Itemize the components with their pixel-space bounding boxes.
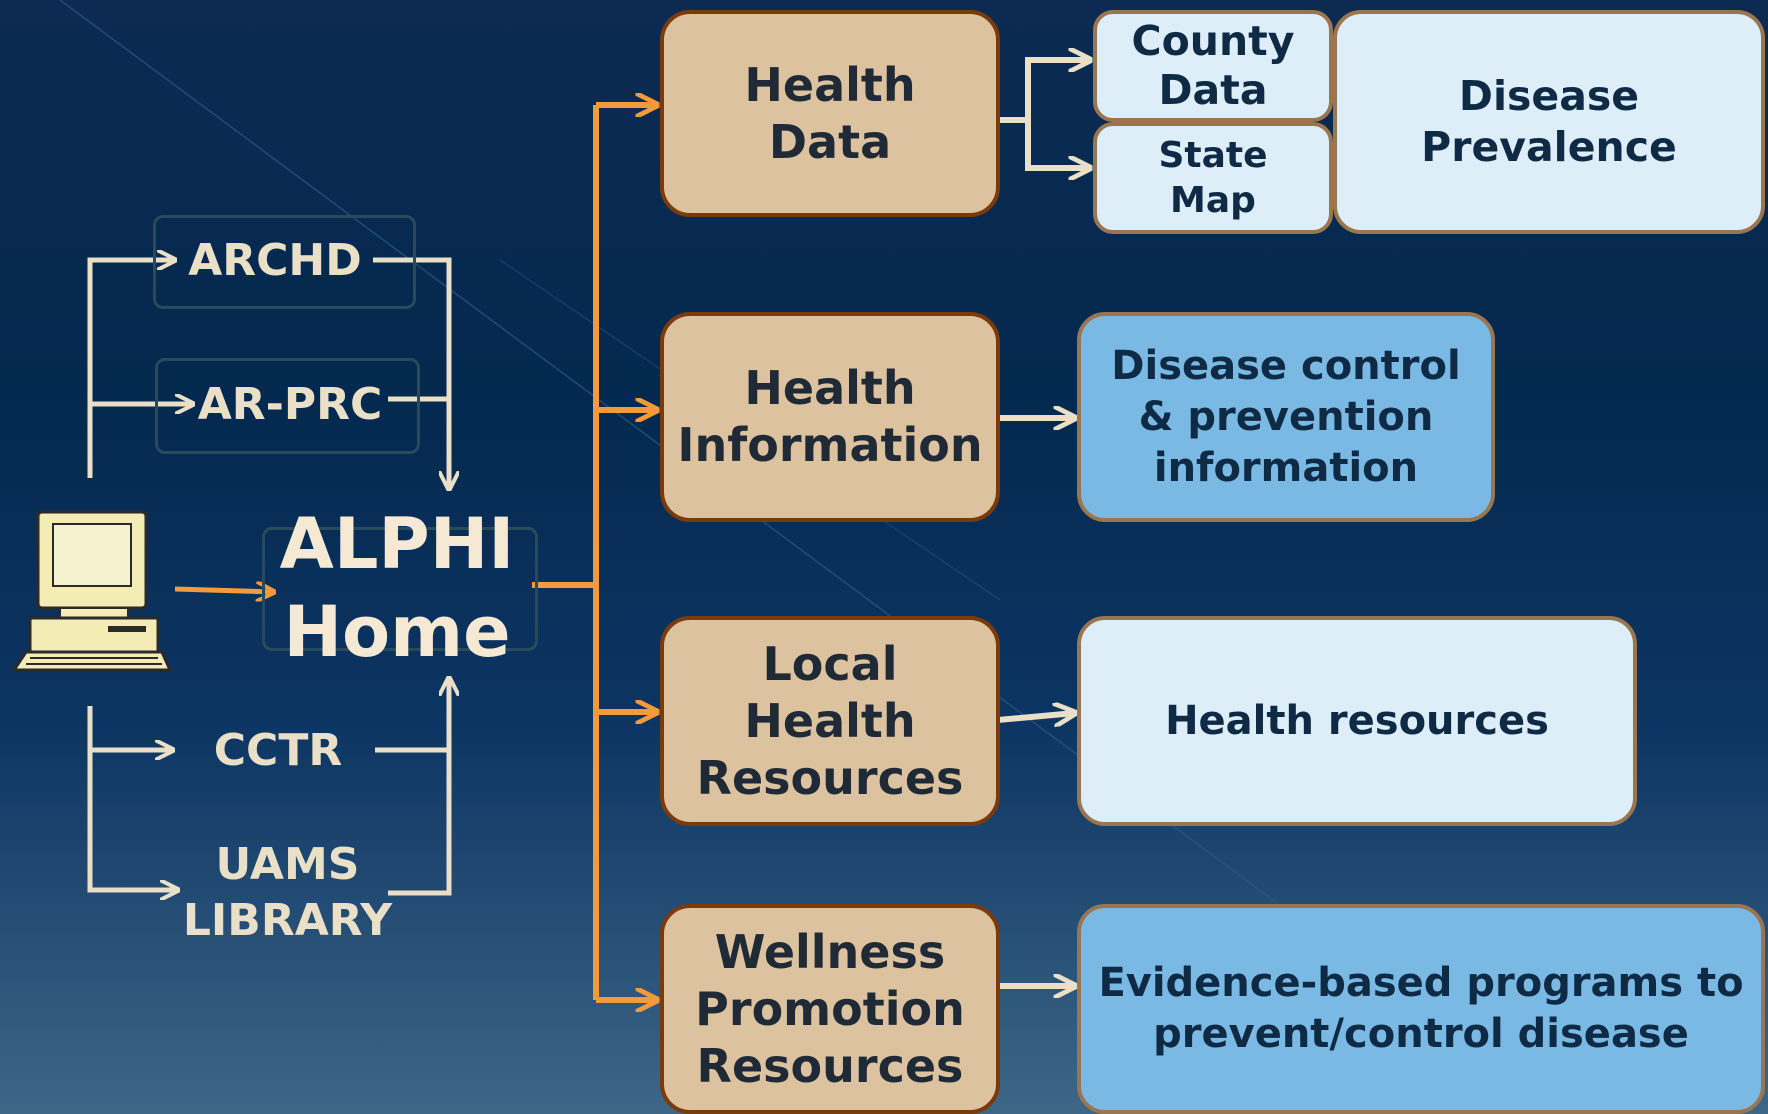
state-map-box[interactable]: State Map xyxy=(1093,122,1333,234)
county-data-line2: Data xyxy=(1158,66,1268,114)
cctr-node[interactable]: CCTR xyxy=(178,722,378,778)
health-resources-label: Health resources xyxy=(1165,698,1549,744)
disease-prevalence-box[interactable]: Disease Prevalence xyxy=(1333,10,1765,234)
arprc-label: AR-PRC xyxy=(197,378,383,430)
evidence-programs-line1: Evidence-based programs to xyxy=(1098,960,1744,1006)
health-data-line2: Data xyxy=(768,114,892,169)
disease-control-line1: Disease control xyxy=(1111,342,1461,389)
local-health-resources-box[interactable]: Local Health Resources xyxy=(660,616,1000,826)
disease-control-line3: information xyxy=(1153,444,1419,491)
local-health-resources-line3: Resources xyxy=(696,750,964,805)
wellness-promotion-line3: Resources xyxy=(696,1038,964,1093)
alphi-home-box-outline xyxy=(262,527,538,651)
health-information-box[interactable]: Health Information xyxy=(660,312,1000,522)
disease-prevalence-line2: Prevalence xyxy=(1421,123,1677,171)
evidence-programs-box[interactable]: Evidence-based programs to prevent/contr… xyxy=(1077,904,1765,1114)
evidence-programs-line2: prevent/control disease xyxy=(1153,1011,1689,1057)
local-health-resources-line2: Health xyxy=(744,693,916,748)
health-data-box[interactable]: Health Data xyxy=(660,10,1000,217)
uams-library-node[interactable]: UAMS LIBRARY xyxy=(180,838,395,948)
arprc-node[interactable]: AR-PRC xyxy=(190,376,390,432)
archd-label: ARCHD xyxy=(188,234,362,286)
health-information-line2: Information xyxy=(677,418,983,472)
uams-label-line2: LIBRARY xyxy=(182,895,393,946)
home-trunk xyxy=(532,105,657,1000)
health-resources-box[interactable]: Health resources xyxy=(1077,616,1637,826)
county-data-box[interactable]: County Data xyxy=(1093,10,1333,122)
wellness-promotion-line2: Promotion xyxy=(695,981,965,1036)
county-data-line1: County xyxy=(1131,17,1295,65)
state-map-line2: Map xyxy=(1170,180,1256,221)
local-health-resources-line1: Local xyxy=(762,636,898,691)
uams-label-line1: UAMS xyxy=(215,839,360,890)
disease-control-line2: & prevention xyxy=(1138,393,1434,440)
output-connectors xyxy=(997,60,1090,986)
wellness-promotion-line1: Wellness xyxy=(714,924,946,979)
arprc-box-outline xyxy=(155,358,420,454)
archd-node[interactable]: ARCHD xyxy=(175,232,375,288)
disease-prevalence-line1: Disease xyxy=(1458,72,1640,120)
source-connectors xyxy=(87,260,449,893)
disease-control-box[interactable]: Disease control & prevention information xyxy=(1077,312,1495,522)
wellness-promotion-box[interactable]: Wellness Promotion Resources xyxy=(660,904,1000,1114)
alphi-home-line2: Home xyxy=(283,591,511,673)
alphi-home-line1: ALPHI xyxy=(279,503,515,585)
state-map-line1: State xyxy=(1158,135,1268,176)
computer-to-home-arrow xyxy=(174,589,274,592)
computer-icon xyxy=(11,510,173,672)
health-information-line1: Health xyxy=(744,361,916,415)
archd-box-outline xyxy=(153,215,416,309)
cctr-label: CCTR xyxy=(213,724,343,776)
alphi-home-node[interactable]: ALPHI Home xyxy=(272,500,522,676)
health-data-line1: Health xyxy=(744,57,916,112)
